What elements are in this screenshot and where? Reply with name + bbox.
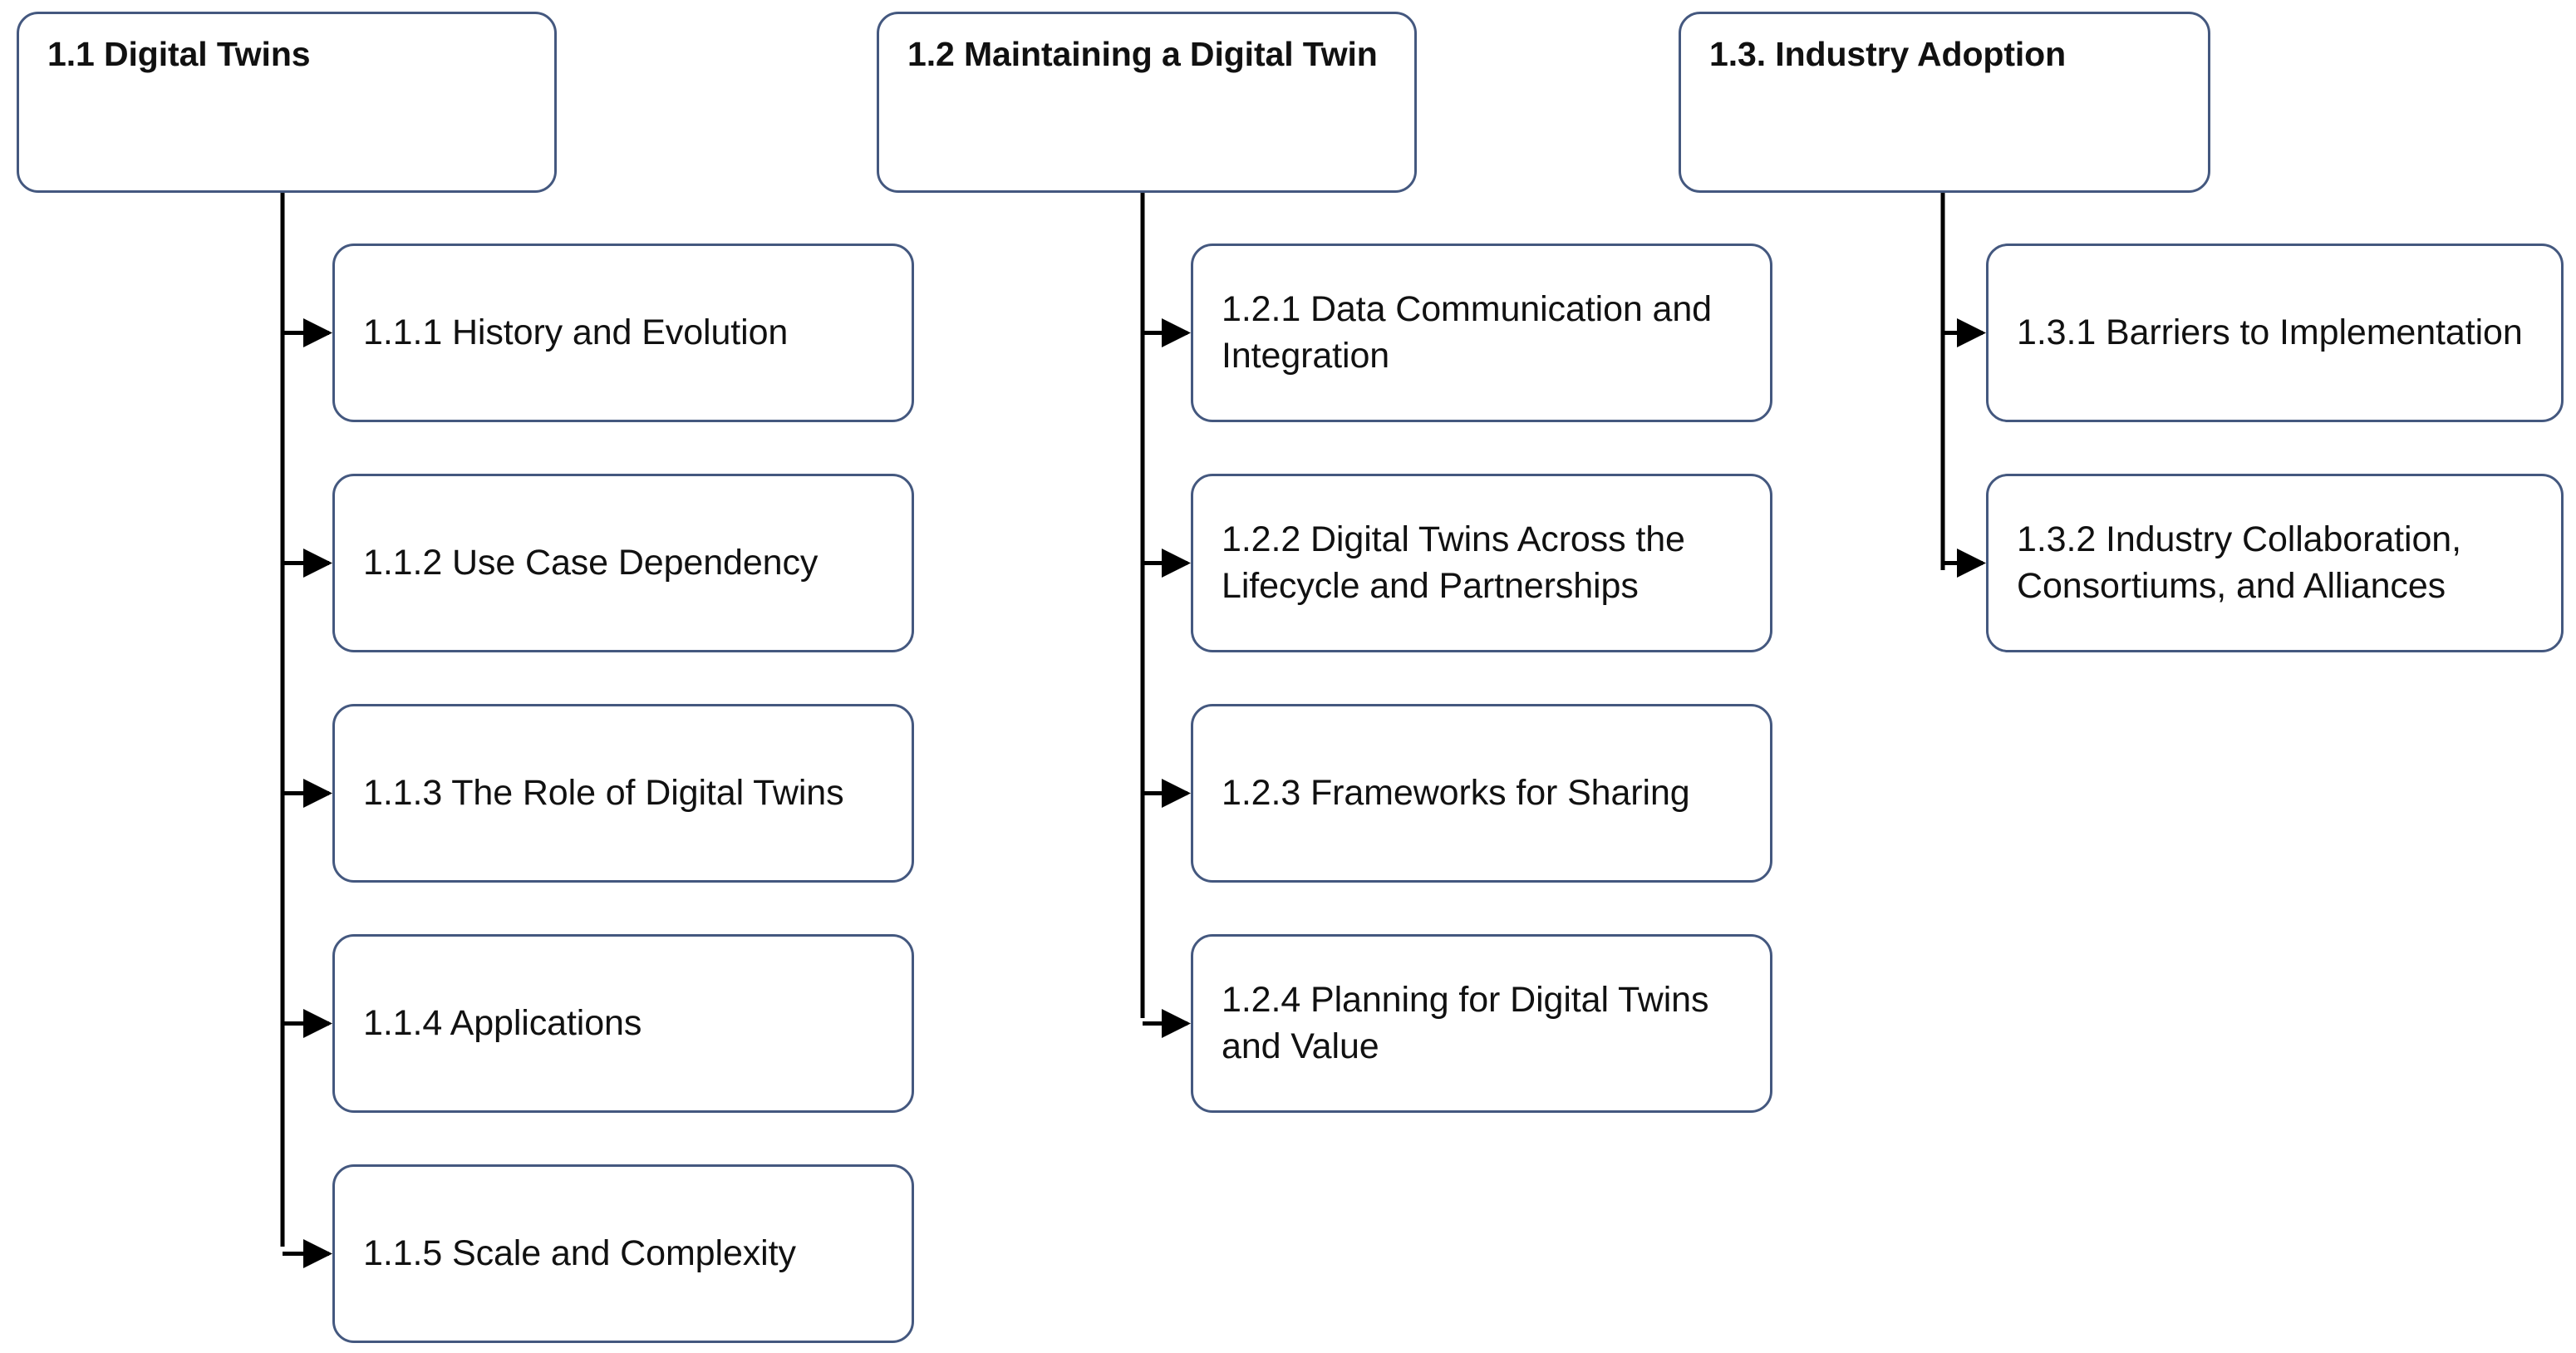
node-box-1.1.5[interactable]: 1.1.5 Scale and Complexity bbox=[332, 1164, 914, 1343]
node-box-1.3.1[interactable]: 1.3.1 Barriers to Implementation bbox=[1986, 244, 2564, 422]
node-label-1.2: 1.2 Maintaining a Digital Twin bbox=[907, 35, 1378, 73]
node-label-1.1.4: 1.1.4 Applications bbox=[363, 1002, 642, 1043]
node-label-1.2.1: 1.2.1 Data Communication and Integration bbox=[1222, 288, 1712, 376]
node-label-1.2.4: 1.2.4 Planning for Digital Twins and Val… bbox=[1222, 979, 1709, 1066]
node-label-1.1.3: 1.1.3 The Role of Digital Twins bbox=[363, 772, 844, 813]
node-label-1.1.1: 1.1.1 History and Evolution bbox=[363, 312, 789, 352]
node-box-1.2[interactable]: 1.2 Maintaining a Digital Twin bbox=[877, 12, 1417, 193]
node-label-1.3.1: 1.3.1 Barriers to Implementation bbox=[2017, 312, 2523, 352]
node-box-1.2.2[interactable]: 1.2.2 Digital Twins Across the Lifecycle… bbox=[1191, 474, 1772, 652]
node-label-1.1.2: 1.1.2 Use Case Dependency bbox=[363, 542, 819, 583]
node-box-1.2.3[interactable]: 1.2.3 Frameworks for Sharing bbox=[1191, 704, 1772, 883]
node-label-1.3: 1.3. Industry Adoption bbox=[1709, 35, 2067, 73]
node-label-1.3.2: 1.3.2 Industry Collaboration, Consortium… bbox=[2017, 519, 2461, 606]
node-label-1.2.3: 1.2.3 Frameworks for Sharing bbox=[1222, 772, 1690, 813]
node-box-1.2.1[interactable]: 1.2.1 Data Communication and Integration bbox=[1191, 244, 1772, 422]
node-box-1.1.3[interactable]: 1.1.3 The Role of Digital Twins bbox=[332, 704, 914, 883]
node-box-1.3.2[interactable]: 1.3.2 Industry Collaboration, Consortium… bbox=[1986, 474, 2564, 652]
node-box-1.1.4[interactable]: 1.1.4 Applications bbox=[332, 934, 914, 1113]
node-box-1.1.2[interactable]: 1.1.2 Use Case Dependency bbox=[332, 474, 914, 652]
node-box-1.3[interactable]: 1.3. Industry Adoption bbox=[1679, 12, 2210, 193]
node-box-1.2.4[interactable]: 1.2.4 Planning for Digital Twins and Val… bbox=[1191, 934, 1772, 1113]
node-box-1.1[interactable]: 1.1 Digital Twins bbox=[17, 12, 557, 193]
node-label-1.2.2: 1.2.2 Digital Twins Across the Lifecycle… bbox=[1222, 519, 1685, 606]
node-box-1.1.1[interactable]: 1.1.1 History and Evolution bbox=[332, 244, 914, 422]
node-label-1.1.5: 1.1.5 Scale and Complexity bbox=[363, 1232, 796, 1273]
node-label-1.1: 1.1 Digital Twins bbox=[47, 35, 311, 73]
